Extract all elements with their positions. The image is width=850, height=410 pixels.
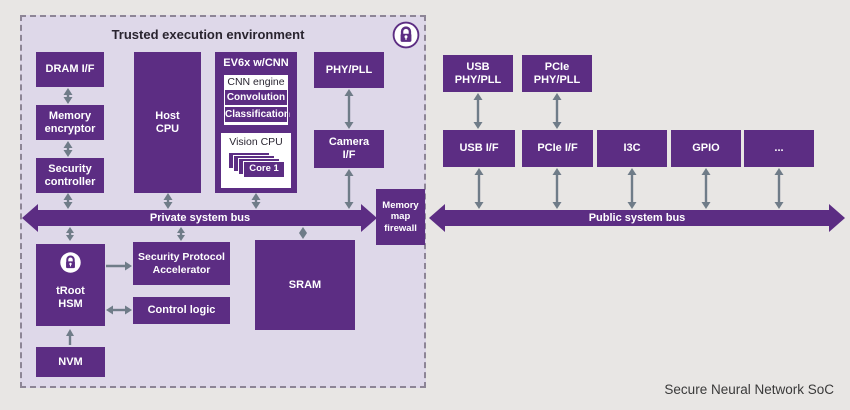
cnn-engine-box: CNN engine Convolution Classification (221, 72, 291, 128)
block-security-protocol-accelerator: Security Protocol Accelerator (133, 242, 230, 285)
block-pcie-phy-pll: PCIe PHY/PLL (522, 55, 592, 92)
block-ev6x-cnn: EV6x w/CNN CNN engine Convolution Classi… (215, 52, 297, 193)
block-sram: SRAM (255, 240, 355, 330)
public-bus-label: Public system bus (588, 212, 686, 224)
padlock-icon (392, 21, 420, 49)
padlock-icon (60, 252, 81, 273)
tee-title: Trusted execution environment (111, 27, 305, 42)
block-dram-if: DRAM I/F (36, 52, 104, 87)
block-usb-if: USB I/F (443, 130, 515, 167)
block-control-logic: Control logic (133, 297, 230, 324)
block-troot-hsm: tRoot HSM (36, 244, 105, 326)
block-gpio: GPIO (671, 130, 741, 167)
vision-cpu-title: Vision CPU (229, 136, 283, 148)
block-host-cpu: Host CPU (134, 52, 201, 193)
private-system-bus-arrow (22, 204, 377, 232)
core-card-front: Core 1 (243, 161, 285, 178)
badge-classification: Classification (225, 107, 291, 122)
ev6x-title: EV6x w/CNN (223, 57, 289, 69)
block-memory-encryptor: Memory encryptor (36, 105, 104, 140)
public-system-bus-arrow (429, 204, 845, 232)
block-security-controller: Security controller (36, 158, 104, 193)
gray-arrows (63, 88, 784, 345)
block-pcie-if: PCIe I/F (522, 130, 593, 167)
badge-convolution: Convolution (225, 90, 287, 105)
block-i3c: I3C (597, 130, 667, 167)
block-nvm: NVM (36, 347, 105, 377)
block-memory-map-firewall: Memory map firewall (376, 189, 425, 245)
diagram-caption: Secure Neural Network SoC (664, 382, 834, 397)
vision-cpu-box: Vision CPU Core 1 (221, 133, 291, 188)
block-phy-pll: PHY/PLL (314, 52, 384, 88)
block-usb-phy-pll: USB PHY/PLL (443, 55, 513, 92)
cnn-engine-title: CNN engine (227, 76, 285, 88)
core-stack: Core 1 (228, 152, 288, 184)
private-bus-label: Private system bus (149, 212, 251, 224)
block-camera-if: Camera I/F (314, 130, 384, 168)
block-more: ... (744, 130, 814, 167)
